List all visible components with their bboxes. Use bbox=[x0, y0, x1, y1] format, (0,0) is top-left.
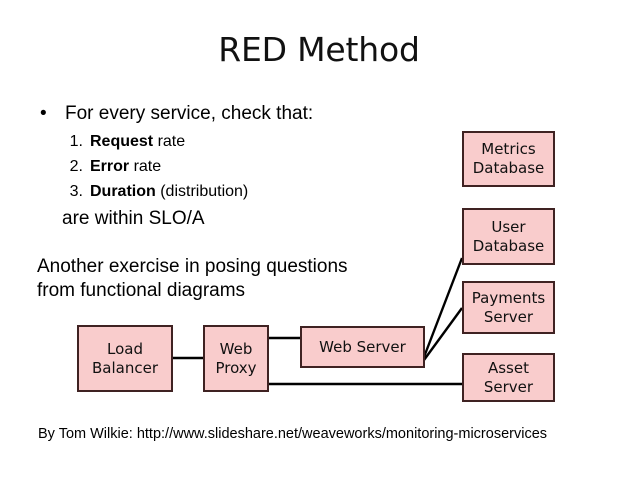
node-label-line-1: Web bbox=[219, 339, 253, 358]
node-label: Web Server bbox=[319, 338, 406, 357]
list-item-keyword: Request bbox=[90, 133, 154, 150]
numbered-list: Request rate Error rate Duration (distri… bbox=[36, 129, 436, 204]
link-web-server-payments-server bbox=[423, 307, 463, 361]
bullet-closing-text: are within SLO/A bbox=[62, 208, 205, 229]
node-label-line-2: Balancer bbox=[92, 358, 158, 377]
list-item-rest: rate bbox=[153, 133, 186, 150]
node-user-database[interactable]: User Database bbox=[462, 208, 555, 265]
bullet-list: • For every service, check that: Request… bbox=[36, 101, 436, 231]
attribution-footer: By Tom Wilkie: http://www.slideshare.net… bbox=[38, 426, 548, 442]
node-web-server[interactable]: Web Server bbox=[300, 326, 425, 368]
node-label: Asset Server bbox=[484, 359, 533, 397]
node-label: Web Proxy bbox=[215, 340, 256, 378]
bullet-lead-text: For every service, check that: bbox=[65, 103, 314, 124]
node-label-line-2: Server bbox=[483, 307, 534, 326]
node-label-line-1: Payments bbox=[471, 288, 546, 307]
node-label-line-1: User bbox=[491, 217, 526, 236]
list-item-keyword: Error bbox=[90, 158, 130, 175]
page-title: RED Method bbox=[218, 30, 420, 69]
node-web-proxy[interactable]: Web Proxy bbox=[203, 325, 269, 392]
node-asset-server[interactable]: Asset Server bbox=[462, 353, 555, 402]
bullet-dot-icon: • bbox=[40, 103, 47, 124]
node-metrics-database[interactable]: Metrics Database bbox=[462, 131, 555, 187]
node-label: Load Balancer bbox=[92, 340, 158, 378]
node-label: User Database bbox=[473, 218, 545, 256]
node-label-line-2: Proxy bbox=[215, 358, 257, 377]
node-label-line-2: Database bbox=[472, 236, 545, 255]
node-label-line-1: Load bbox=[107, 339, 143, 358]
list-item: Error rate bbox=[63, 154, 436, 179]
node-label-line-1: Metrics bbox=[481, 140, 536, 158]
body-paragraph: Another exercise in posing questions fro… bbox=[37, 255, 437, 303]
node-label: Payments Server bbox=[472, 289, 545, 327]
node-payments-server[interactable]: Payments Server bbox=[462, 281, 555, 334]
list-item-rest: (distribution) bbox=[155, 183, 249, 200]
list-item-rest: rate bbox=[129, 158, 162, 175]
node-label-line-1: Web Server bbox=[319, 337, 406, 356]
node-label-line-2: Database bbox=[472, 159, 545, 177]
node-label: Metrics Database bbox=[473, 140, 545, 178]
list-item: Request rate bbox=[63, 129, 436, 154]
bullet-lead: • For every service, check that: bbox=[36, 101, 436, 126]
paragraph-line-1: Another exercise in posing questions bbox=[37, 256, 348, 277]
node-load-balancer[interactable]: Load Balancer bbox=[77, 325, 173, 392]
list-item: Duration (distribution) bbox=[63, 179, 436, 204]
list-item-keyword: Duration bbox=[90, 183, 156, 200]
link-web-server-user-database bbox=[422, 257, 464, 358]
node-label-line-1: Asset bbox=[487, 358, 529, 377]
paragraph-line-2: from functional diagrams bbox=[37, 280, 246, 301]
node-label-line-2: Server bbox=[483, 377, 534, 396]
